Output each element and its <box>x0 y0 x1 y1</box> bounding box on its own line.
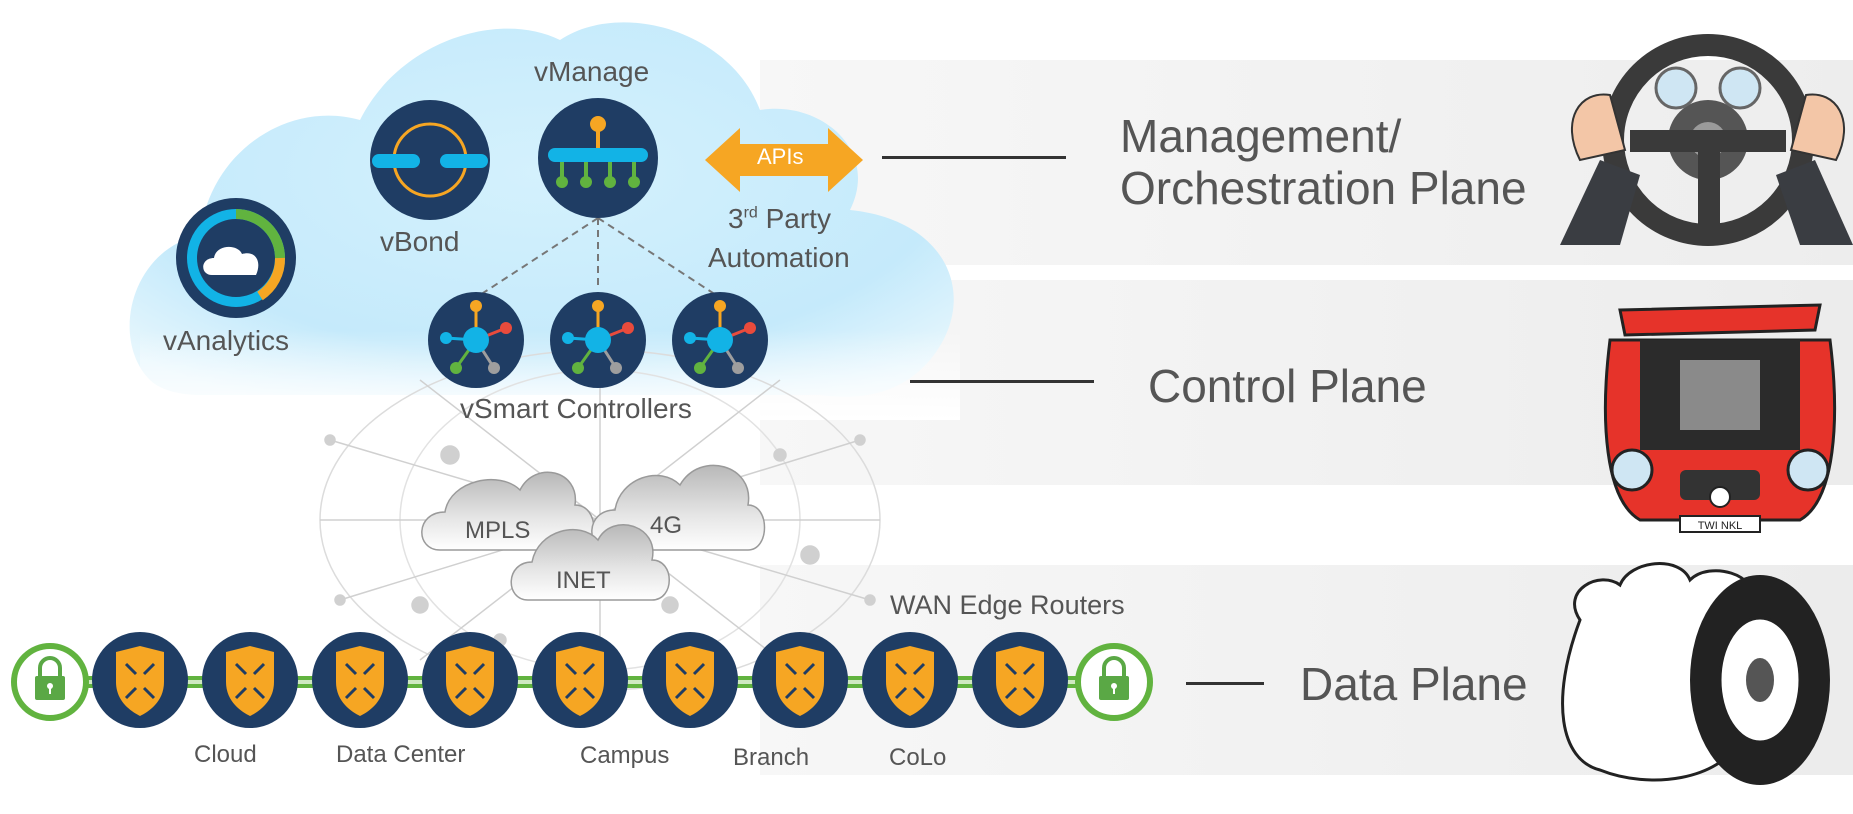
site-label-branch: Branch <box>733 744 810 771</box>
site-label-data-center: Data Center <box>336 741 466 768</box>
mpls-label: MPLS <box>465 517 531 544</box>
license-plate-text: TWI NKL <box>1698 520 1743 532</box>
lock-icon-left <box>11 643 89 721</box>
steering-wheel-icon <box>1560 34 1853 246</box>
management-plane-line1: Management/ <box>1120 110 1402 162</box>
vbond-label: vBond <box>380 226 460 257</box>
vsmart-controller-icon <box>550 292 646 388</box>
tire-icon <box>1561 562 1830 785</box>
wan-edge-router-icon <box>752 632 848 728</box>
wan-edge-router-icon <box>972 632 1068 728</box>
vsmart-controller-icon <box>428 292 524 388</box>
red-car-icon: TWI NKL <box>1603 303 1837 533</box>
vbond-icon <box>370 100 490 220</box>
wan-edge-title: WAN Edge Routers <box>890 590 1125 620</box>
inet-label: INET <box>556 567 611 594</box>
wan-edge-router-icon <box>312 632 408 728</box>
vsmart-controller-icon <box>672 292 768 388</box>
control-plane-label: Control Plane <box>1148 360 1427 412</box>
vmanage-vsmart-links <box>479 217 717 296</box>
third-party-text: Party <box>757 203 831 234</box>
third-party-superscript: rd <box>743 204 758 222</box>
inet-cloud-icon <box>510 524 670 601</box>
wan-edge-router-icon <box>532 632 628 728</box>
site-label-cloud: Cloud <box>194 741 257 768</box>
wan-edge-router-icon <box>92 632 188 728</box>
management-plane-label: Management/ Orchestration Plane <box>1120 110 1527 214</box>
vmanage-icon <box>538 98 658 218</box>
vanalytics-icon <box>176 198 296 318</box>
4g-label: 4G <box>650 512 683 539</box>
management-connector <box>882 156 1066 159</box>
data-plane-label: Data Plane <box>1300 658 1528 710</box>
mpls-cloud-icon <box>421 471 595 551</box>
wan-edge-router-icon <box>642 632 738 728</box>
wan-edge-router-icon <box>422 632 518 728</box>
vanalytics-label: vAnalytics <box>163 325 290 356</box>
apis-arrow <box>705 128 863 192</box>
site-label-campus: Campus <box>580 742 670 769</box>
third-party-label: 3rd Party <box>728 203 831 235</box>
wan-edge-router-icon <box>862 632 958 728</box>
lock-icon-right <box>1075 643 1153 721</box>
management-plane-line2: Orchestration Plane <box>1120 162 1527 214</box>
vmanage-label: vManage <box>534 56 650 87</box>
wan-edge-routers <box>92 632 1068 728</box>
apis-label: APIs <box>757 144 804 169</box>
third-party-number: 3 <box>728 203 744 234</box>
site-label-colo: CoLo <box>889 744 947 771</box>
vsmart-controllers <box>428 292 768 388</box>
wan-edge-router-icon <box>202 632 298 728</box>
vsmart-label: vSmart Controllers <box>460 393 692 424</box>
control-connector <box>910 380 1094 383</box>
automation-label: Automation <box>708 242 850 273</box>
data-connector <box>1186 682 1264 685</box>
